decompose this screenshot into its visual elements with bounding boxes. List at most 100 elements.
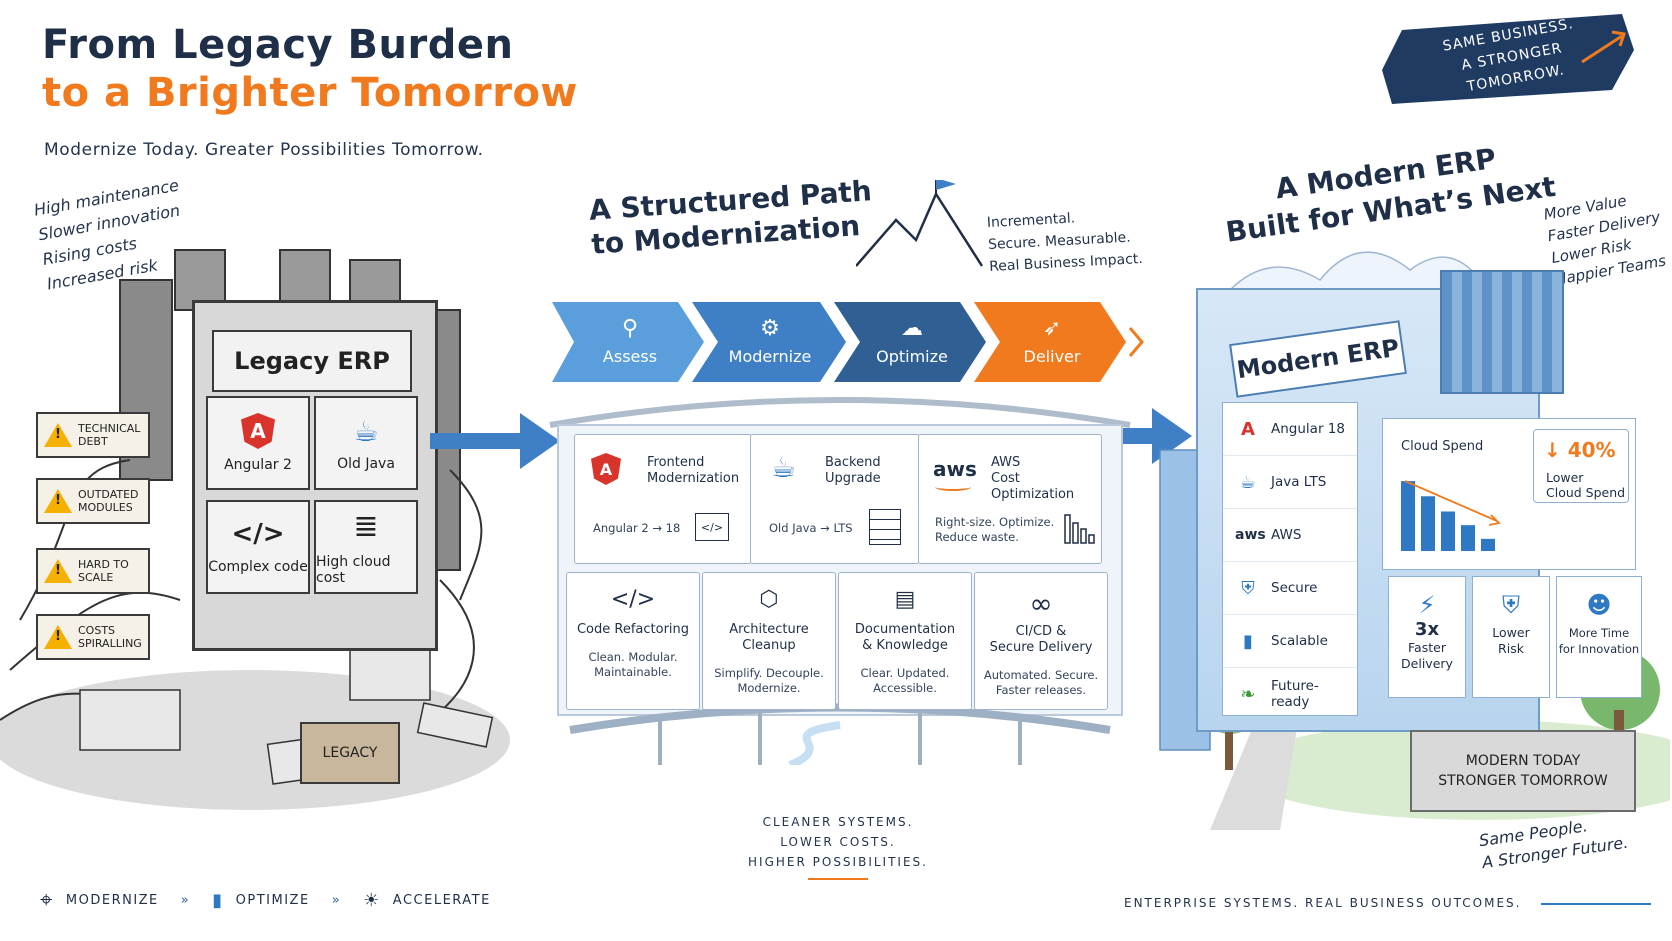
feature-item[interactable]: ❧ Future-ready [1223, 668, 1357, 720]
bar-chart-icon: ▮ [212, 890, 224, 911]
card-aws[interactable]: aws AWS Cost Optimization Right-size. Op… [918, 434, 1102, 564]
step-modernize[interactable]: ⚙ Modernize [710, 302, 830, 380]
bottom-text-line: HIGHER POSSIBILITIES. [748, 855, 928, 869]
lightning-icon: ⚡ [1418, 591, 1436, 619]
footer-item[interactable]: MODERNIZE [65, 893, 159, 908]
team-icon: ☻ [1586, 591, 1612, 619]
card-title: Upgrade [825, 471, 881, 486]
warning-text: TECHNICAL [78, 422, 141, 435]
warning-icon: ! [44, 489, 72, 513]
shield-icon: ⛨ [1241, 577, 1255, 599]
feature-label: Future-ready [1270, 678, 1319, 710]
chevron-double-icon: » [180, 893, 191, 908]
card-frontend[interactable]: A Frontend Modernization Angular 2 → 18 … [574, 434, 752, 564]
underline-accent [808, 878, 868, 880]
code-icon: </> [610, 587, 656, 612]
warning-text: MODULES [78, 501, 133, 514]
step-assess[interactable]: ⚲ Assess [570, 302, 690, 380]
spend-title: Cloud Spend [1401, 439, 1484, 454]
card-title: AWS [991, 455, 1021, 470]
step-label: Deliver [1023, 347, 1081, 366]
card-backend[interactable]: ☕ Backend Upgrade Old Java → LTS [750, 434, 920, 564]
bottom-text-line: LOWER COSTS. [780, 835, 896, 849]
footer-item[interactable]: OPTIMIZE [235, 893, 310, 908]
card-refactoring[interactable]: </> Code Refactoring Clean. Modular.Main… [566, 572, 700, 710]
footer-steps: ⌖ MODERNIZE » ▮ OPTIMIZE » ☀ ACCELERATE [40, 888, 491, 913]
feature-label: AWS [1271, 527, 1302, 543]
building-glass-panel [1440, 270, 1564, 394]
cube-icon: ⬡ [759, 587, 779, 612]
infinity-icon: ∞ [1029, 587, 1053, 620]
legacy-tile-java: ☕ Old Java [314, 396, 418, 490]
card-cicd[interactable]: ∞ CI/CD &Secure Delivery Automated. Secu… [974, 572, 1108, 710]
leaf-icon: ❧ [1240, 683, 1256, 705]
warning-text: HARD TO [78, 558, 129, 571]
step-deliver[interactable]: ➶ Deliver [992, 302, 1112, 380]
bar-chart-icon [1064, 514, 1095, 544]
card-detail: Angular 2 → 18 [593, 521, 681, 535]
card-title: Code Refactoring [576, 622, 690, 637]
legacy-tile-angular: A Angular 2 [206, 396, 310, 490]
warning-text: SCALE [78, 571, 114, 584]
spend-pct: ↓ 40% [1544, 438, 1616, 462]
database-icon: ≣ [353, 508, 379, 544]
page-subtitle: Modernize Today. Greater Possibilities T… [44, 140, 484, 160]
footer-rule [1541, 902, 1652, 905]
card-detail: Reduce waste. [935, 530, 1019, 544]
warning-text: SPIRALLING [78, 637, 142, 650]
chevron-deliver [974, 302, 1126, 382]
angular-icon: A [241, 413, 275, 449]
legacy-box: LEGACY [300, 722, 400, 784]
card-sub: Clean. Modular.Maintainable. [588, 650, 678, 679]
footer-item[interactable]: ACCELERATE [392, 893, 491, 908]
spend-bar [1441, 511, 1455, 551]
feature-item[interactable]: ⛨ Secure [1223, 562, 1357, 615]
chevron-optimize [834, 302, 986, 382]
rocket-icon: ➶ [1042, 316, 1062, 341]
metric-value: 3x [1414, 619, 1440, 640]
feature-label: Angular 18 [1271, 421, 1345, 437]
feature-label: Scalable [1271, 633, 1328, 649]
feature-item[interactable]: ☕Java LTS [1223, 456, 1357, 509]
legacy-tile-code: </> Complex code [206, 500, 310, 594]
card-title: Documentation& Knowledge [854, 622, 956, 653]
aws-logo-icon: aws [1235, 527, 1266, 543]
page-title-line2: to a Brighter Tomorrow [42, 70, 578, 116]
middle-tagline: Incremental. Secure. Measurable. Real Bu… [986, 204, 1144, 278]
card-documentation[interactable]: ▤ Documentation& Knowledge Clear. Update… [838, 572, 972, 710]
card-title: Frontend [647, 455, 705, 470]
card-title: CI/CD &Secure Delivery [989, 624, 1093, 655]
warning-icon: ! [44, 423, 72, 447]
spend-bar [1481, 538, 1495, 551]
warning-text: OUTDATED [78, 488, 139, 501]
card-title: Cost Optimization [991, 471, 1075, 502]
gear-icon: ⚙ [760, 316, 780, 341]
lightbulb-icon: ☀ [363, 890, 381, 911]
step-optimize[interactable]: ☁ Optimize [852, 302, 972, 380]
aws-logo-icon: aws [933, 457, 977, 481]
card-detail: Old Java → LTS [769, 521, 853, 535]
feature-item[interactable]: ▮ Scalable [1223, 615, 1357, 668]
spend-chart [1401, 480, 1501, 551]
java-icon: ☕ [353, 414, 379, 448]
feature-label: Secure [1271, 580, 1318, 596]
footer-tagline: ENTERPRISE SYSTEMS. REAL BUSINESS OUTCOM… [1124, 896, 1652, 910]
warning-icon: ! [44, 625, 72, 649]
feature-item[interactable]: aws AWS [1223, 509, 1357, 562]
document-icon: ▤ [894, 587, 916, 612]
banner: SAME BUSINESS. A STRONGER TOMORROW. [1372, 10, 1642, 106]
bar-chart-icon: ▮ [1243, 630, 1253, 652]
